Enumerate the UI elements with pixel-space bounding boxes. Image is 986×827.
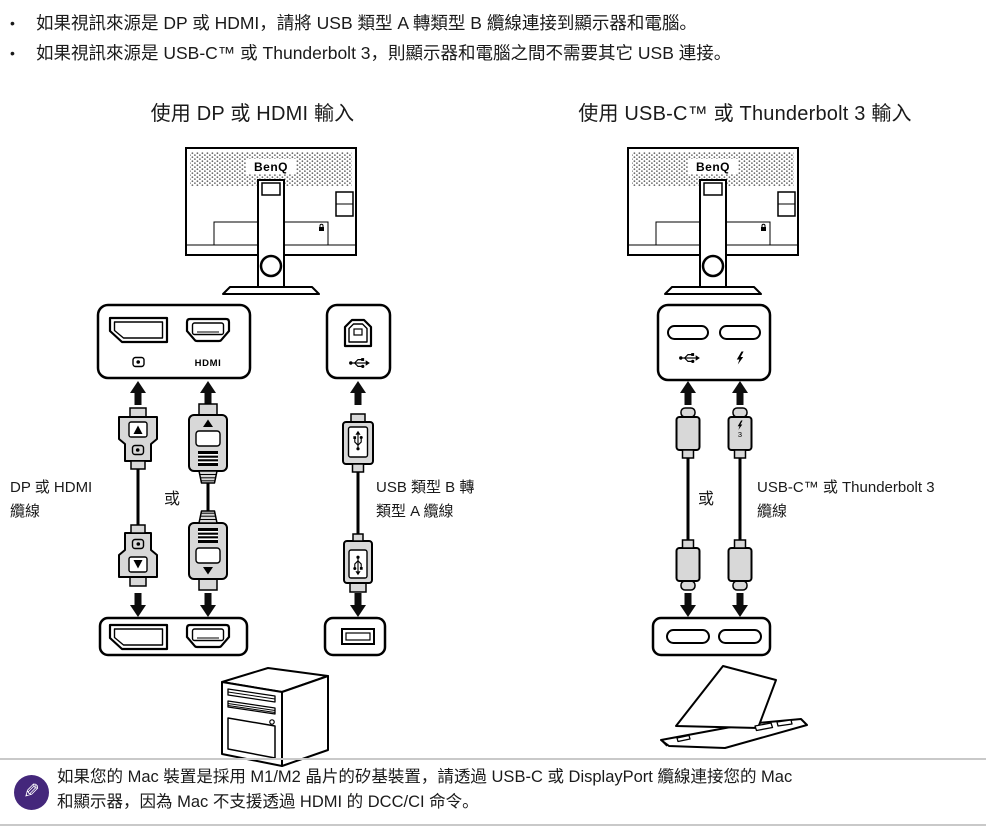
thunderbolt-port — [719, 325, 761, 340]
note-line-2: 和顯示器，因為 Mac 不支援透過 HDMI 的 DCC/CI 命令。 — [57, 793, 479, 811]
dp-hdmi-cable-label-line1: DP 或 HDMI — [10, 479, 93, 496]
dp-cable — [119, 408, 157, 586]
hdmi-cable — [188, 403, 228, 591]
arrow-down-icon — [732, 593, 748, 617]
pc-dp-port — [108, 623, 169, 651]
usbc-port-panel — [656, 303, 772, 382]
intro-bullet-1: 如果視訊來源是 DP 或 HDMI，請將 USB 類型 A 轉類型 B 纜線連接… — [10, 8, 970, 38]
pc-usbc-panel — [651, 616, 772, 657]
usb-cable-label-line2: 類型 A 纜線 — [376, 503, 454, 520]
usb-b-to-a-cable — [343, 414, 373, 592]
dp-port — [108, 316, 169, 344]
arrow-down-icon — [680, 593, 696, 617]
or-label-right: 或 — [698, 491, 715, 508]
dp-hdmi-port-panel: HDMI — [96, 303, 252, 380]
monitor-right — [626, 146, 800, 296]
hdmi-port — [185, 317, 231, 343]
monitor-left — [184, 146, 358, 296]
or-label-left: 或 — [164, 491, 181, 508]
note-divider-top — [0, 758, 986, 760]
usbc-cable — [675, 407, 701, 591]
intro-bullet-2: 如果視訊來源是 USB-C™ 或 Thunderbolt 3，則顯示器和電腦之間… — [10, 38, 970, 68]
arrow-up-icon — [680, 381, 696, 405]
note-line-1: 如果您的 Mac 裝置是採用 M1/M2 晶片的矽基裝置，請透過 USB-C 或… — [57, 768, 793, 786]
desktop-tower — [221, 667, 329, 767]
usb-b-port-panel — [325, 303, 392, 380]
note-icon: ✎ — [14, 775, 49, 810]
header-usbc-thunderbolt: 使用 USB-C™ 或 Thunderbolt 3 輸入 — [578, 103, 912, 125]
arrow-down-icon — [350, 593, 366, 617]
usbc-cable-label-line2: 纜線 — [757, 503, 788, 520]
thunderbolt-cable: 3 — [727, 407, 753, 591]
pc-usbc-port — [718, 629, 762, 644]
usb-cable-label: USB 類型 B 轉 類型 A 纜線 — [376, 476, 474, 524]
intro-bullets: 如果視訊來源是 DP 或 HDMI，請將 USB 類型 A 轉類型 B 纜線連接… — [10, 8, 970, 68]
arrow-up-icon — [200, 381, 216, 405]
arrow-up-icon — [350, 381, 366, 405]
thunderbolt-3-label: 3 — [738, 430, 742, 439]
laptop — [660, 665, 808, 749]
header-dp-hdmi: 使用 DP 或 HDMI 輸入 — [150, 103, 355, 125]
arrow-up-icon — [732, 381, 748, 405]
note-text: 如果您的 Mac 裝置是採用 M1/M2 晶片的矽基裝置，請透過 USB-C 或… — [57, 765, 977, 815]
hdmi-port-label: HDMI — [195, 358, 222, 369]
arrow-down-icon — [200, 593, 216, 617]
usbc-cable-label: USB-C™ 或 Thunderbolt 3 纜線 — [757, 476, 935, 524]
pc-dp-hdmi-panel — [98, 616, 249, 657]
pc-usbc-port — [666, 629, 710, 644]
arrow-up-icon — [130, 381, 146, 405]
usbc-cable-label-line1: USB-C™ 或 Thunderbolt 3 — [757, 479, 935, 496]
pc-hdmi-port — [185, 623, 231, 649]
dp-hdmi-cable-label: DP 或 HDMI 纜線 — [10, 476, 92, 524]
arrow-down-icon — [130, 593, 146, 617]
dp-hdmi-cable-label-line2: 纜線 — [10, 503, 41, 520]
pencil-icon: ✎ — [23, 781, 40, 803]
note-divider-bottom — [0, 824, 986, 826]
usbc-port — [667, 325, 709, 340]
pc-usb-a-panel — [323, 616, 387, 657]
usb-cable-label-line1: USB 類型 B 轉 — [376, 479, 475, 496]
intro-bullet-2-text: 如果視訊來源是 USB-C™ 或 Thunderbolt 3，則顯示器和電腦之間… — [36, 43, 732, 63]
usb-b-port — [343, 318, 373, 348]
intro-bullet-1-text: 如果視訊來源是 DP 或 HDMI，請將 USB 類型 A 轉類型 B 纜線連接… — [36, 13, 697, 33]
